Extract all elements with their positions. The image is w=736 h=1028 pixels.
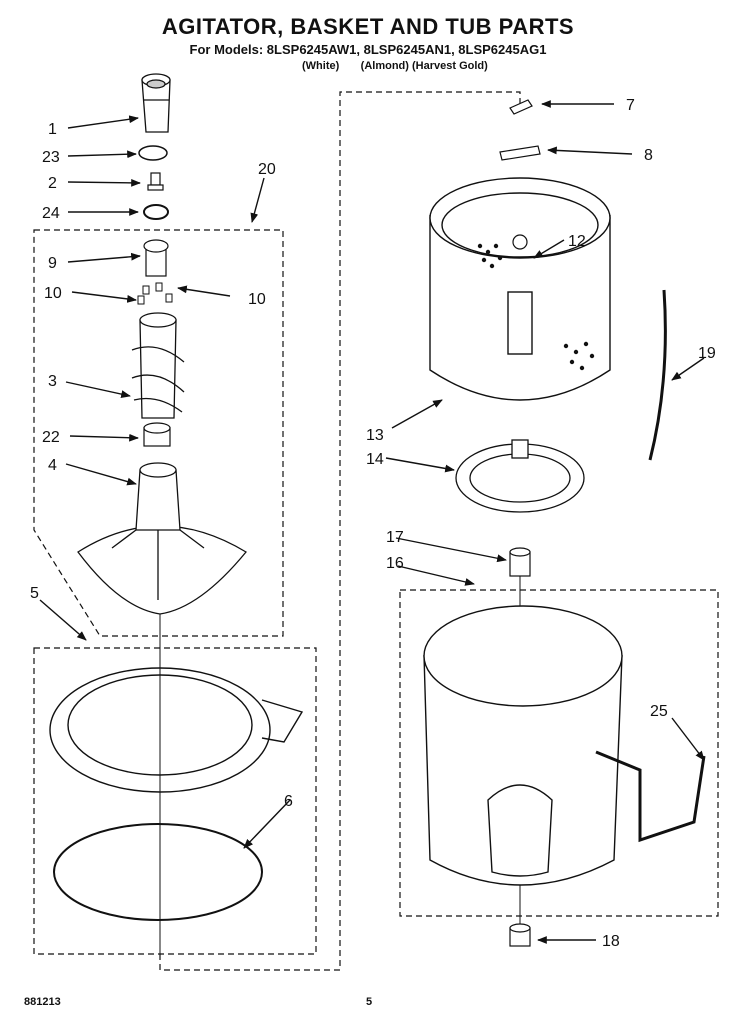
callout-7: 7 bbox=[626, 97, 635, 114]
tub-16 bbox=[423, 605, 623, 886]
drive-block-14 bbox=[455, 439, 585, 513]
hose-19 bbox=[648, 289, 667, 461]
model-colors: (White) (Almond) (Harvest Gold) bbox=[302, 60, 488, 72]
callout-22: 22 bbox=[42, 429, 60, 446]
callout-23: 23 bbox=[42, 149, 60, 166]
callout-4: 4 bbox=[48, 457, 57, 474]
color-white: (White) bbox=[302, 60, 340, 72]
callout-17: 17 bbox=[386, 529, 404, 546]
group-box-16 bbox=[399, 589, 719, 917]
cam-9 bbox=[143, 239, 169, 277]
callout-8: 8 bbox=[644, 147, 653, 164]
hose-25 bbox=[595, 750, 706, 843]
callout-18: 18 bbox=[602, 933, 620, 950]
part-7 bbox=[509, 99, 533, 115]
callout-12: 12 bbox=[568, 233, 586, 250]
nut-12 bbox=[512, 234, 528, 250]
callout-3: 3 bbox=[48, 373, 57, 390]
callout-20: 20 bbox=[258, 161, 276, 178]
callout-13: 13 bbox=[366, 427, 384, 444]
connector-line bbox=[159, 91, 521, 971]
basket-13 bbox=[429, 177, 611, 401]
callout-16: 16 bbox=[386, 555, 404, 572]
callout-5: 5 bbox=[30, 585, 39, 602]
callout-14: 14 bbox=[366, 451, 384, 468]
part-8 bbox=[499, 145, 541, 161]
callout-24: 24 bbox=[42, 205, 60, 222]
clutch-22 bbox=[143, 422, 171, 447]
callout-1: 1 bbox=[48, 121, 57, 138]
callout-6: 6 bbox=[284, 793, 293, 810]
group-box-5 bbox=[33, 647, 317, 955]
agitator-base-4 bbox=[77, 462, 247, 615]
auger-3 bbox=[131, 312, 185, 419]
bolt-2 bbox=[147, 172, 164, 191]
part-17 bbox=[509, 547, 531, 577]
callout-25: 25 bbox=[650, 703, 668, 720]
callout-19: 19 bbox=[698, 345, 716, 362]
o-ring-24 bbox=[143, 204, 169, 220]
callout-2: 2 bbox=[48, 175, 57, 192]
color-harvest-gold: (Harvest Gold) bbox=[412, 60, 488, 72]
document-number: 881213 bbox=[24, 996, 61, 1008]
snap-ring-6 bbox=[53, 823, 263, 921]
seal-23 bbox=[138, 145, 168, 161]
callout-10-left: 10 bbox=[44, 285, 62, 302]
page-number: 5 bbox=[366, 996, 373, 1008]
agitator-cap bbox=[141, 73, 171, 133]
diagram-title: AGITATOR, BASKET AND TUB PARTS bbox=[161, 14, 575, 39]
group-box-20 bbox=[33, 229, 284, 637]
callout-10-right: 10 bbox=[248, 291, 266, 308]
part-18 bbox=[509, 923, 531, 947]
callout-9: 9 bbox=[48, 255, 57, 272]
tub-ring-5 bbox=[49, 667, 304, 793]
color-almond: (Almond) bbox=[360, 60, 409, 72]
models-line: For Models: 8LSP6245AW1, 8LSP6245AN1, 8L… bbox=[189, 42, 547, 57]
dogs-10 bbox=[137, 282, 173, 305]
